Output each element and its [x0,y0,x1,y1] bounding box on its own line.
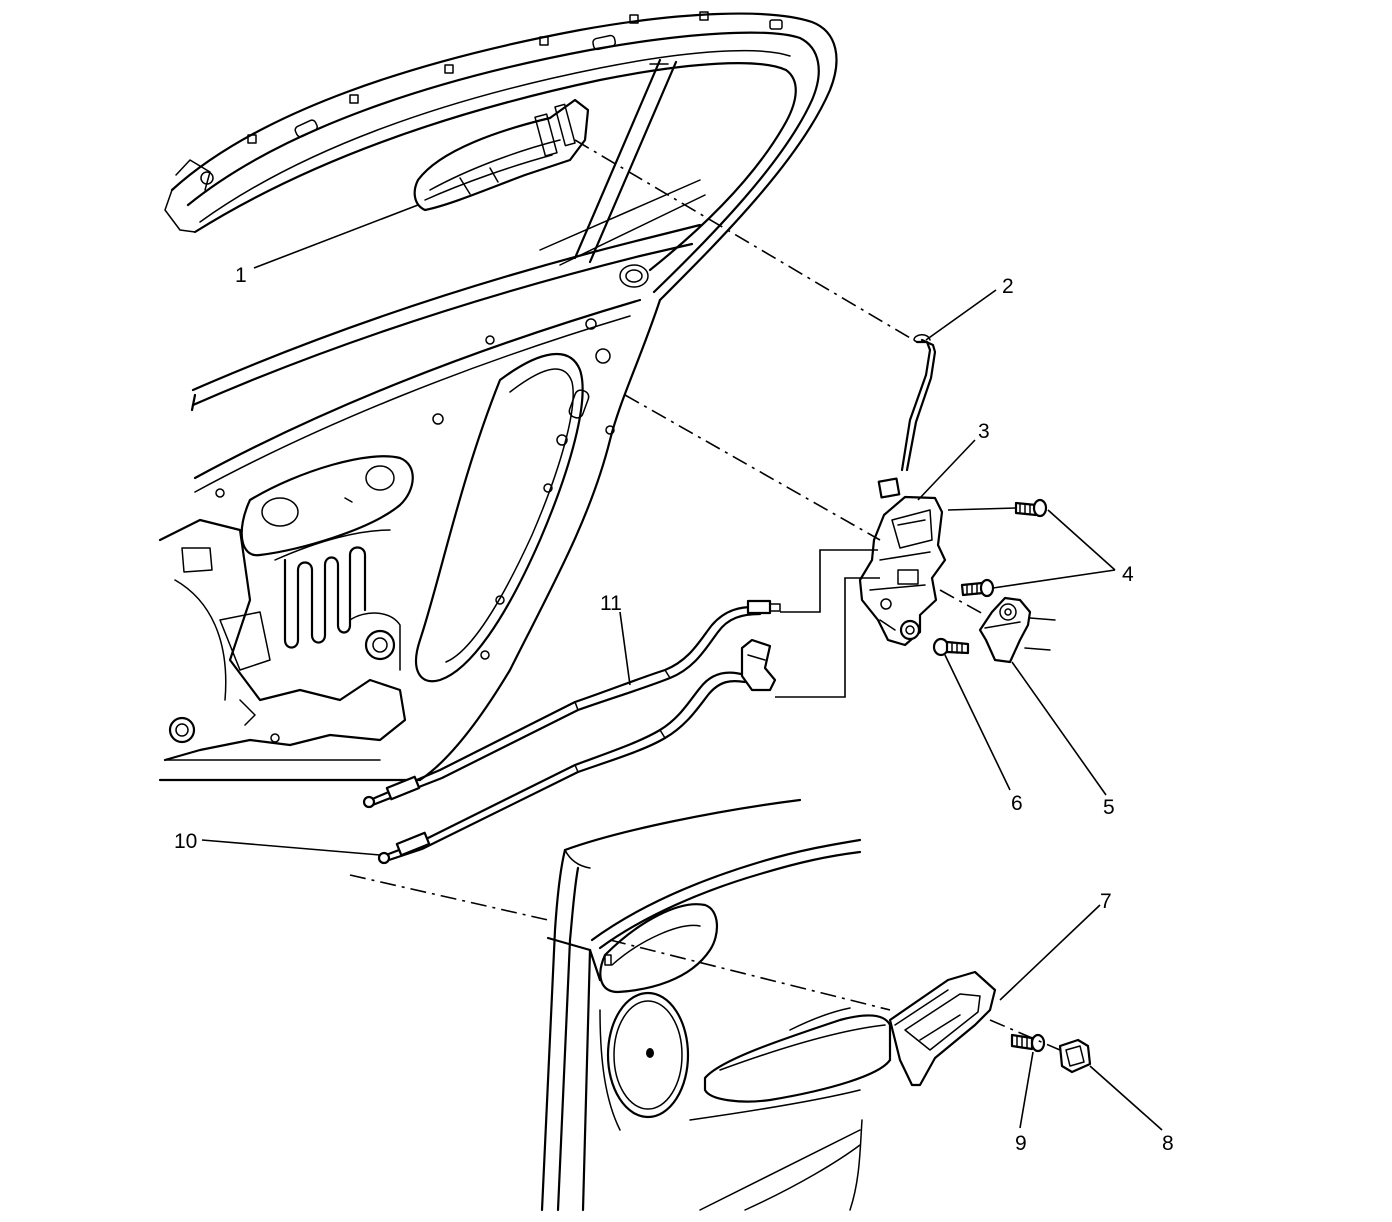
callouts: 1 2 3 4 5 6 7 8 9 10 11 [174,264,1174,1155]
bezel-part-8 [1058,1038,1092,1074]
door-frame [164,11,838,412]
leader-lines [201,139,1163,1131]
callout-3: 3 [978,420,990,443]
outside-handle-part-1 [413,98,590,212]
callout-2: 2 [1002,275,1014,298]
callout-10: 10 [174,830,197,853]
bolts-part-4 [960,498,1048,598]
callout-1: 1 [235,264,247,287]
callout-9: 9 [1015,1132,1027,1155]
bolt-part-6 [932,637,970,657]
callout-5: 5 [1103,796,1115,819]
rod-part-2 [900,334,937,472]
door-inner-panel [158,298,662,782]
latch-part-3 [858,477,947,647]
cables-part-11 [362,599,781,865]
inside-handle-part-7 [888,970,997,1087]
callout-8: 8 [1162,1132,1174,1155]
door-trim-panel [540,798,892,1212]
callout-11: 11 [600,592,622,615]
callout-6: 6 [1011,792,1023,815]
striker-part-5 [978,596,1056,664]
callout-7: 7 [1100,890,1112,913]
callout-4: 4 [1122,563,1134,586]
screw-part-9 [1010,1033,1046,1053]
